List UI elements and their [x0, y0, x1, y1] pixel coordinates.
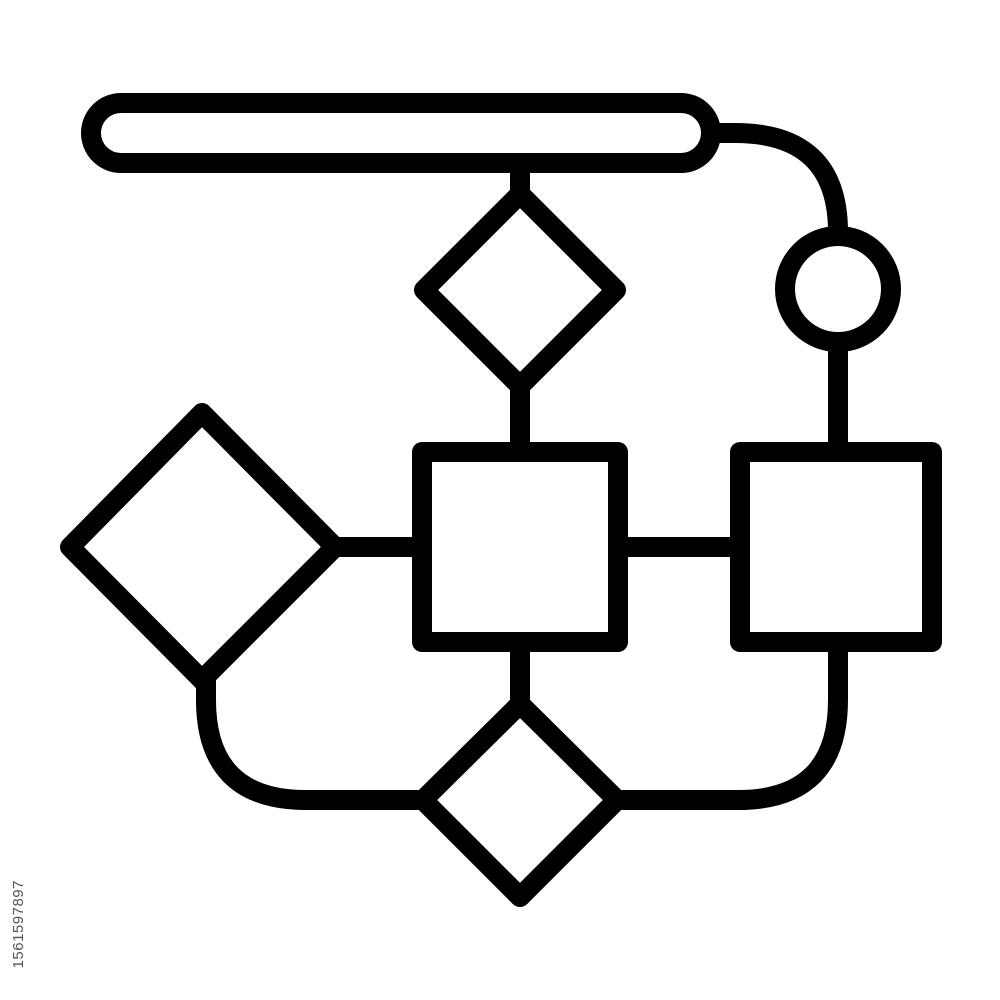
bottom-decision-diamond	[413, 694, 627, 907]
center-process-box	[412, 442, 628, 652]
connector-bar-to-circle	[700, 123, 848, 242]
top-decision-diamond	[414, 184, 626, 396]
right-process-box	[730, 442, 942, 652]
left-decision-diamond	[60, 403, 345, 690]
stock-id-watermark: 1561597897	[10, 880, 27, 969]
connector-circle	[775, 226, 901, 352]
connector-left-diamond-to-bottom-diamond	[196, 670, 430, 810]
process-bar	[81, 93, 721, 173]
connector-right-box-to-bottom-diamond	[610, 640, 848, 810]
